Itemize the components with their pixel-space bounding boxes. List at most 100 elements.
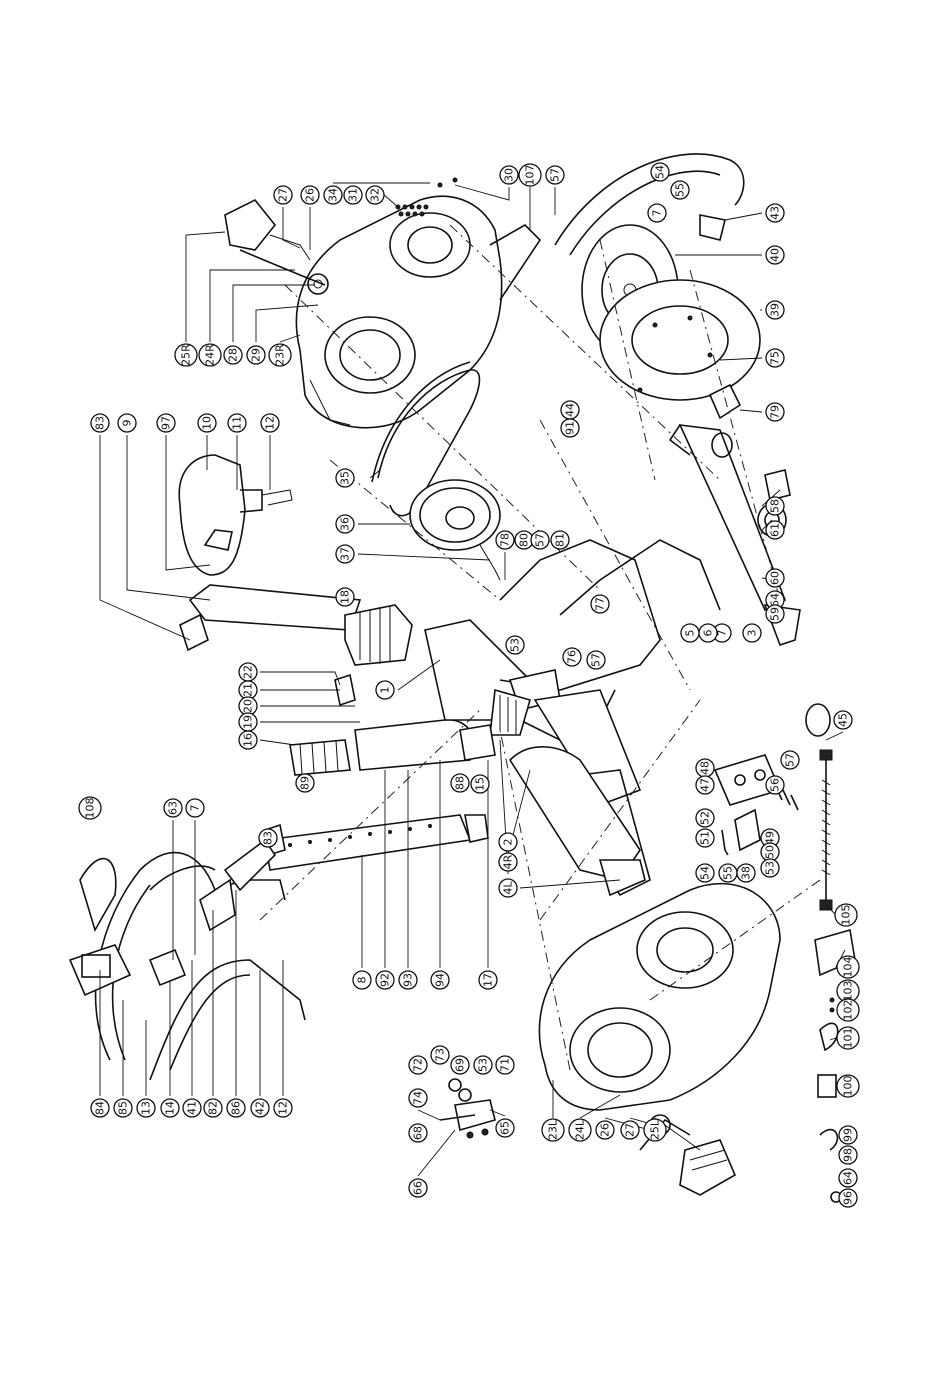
callout-label: 9 xyxy=(121,420,134,427)
callout-label: 17 xyxy=(482,973,495,987)
seat-assembly xyxy=(178,454,362,652)
callout-label: 93 xyxy=(402,973,415,987)
callout-label: 43 xyxy=(769,206,782,220)
callout-label: 75 xyxy=(769,351,782,365)
callout-55a: 55 xyxy=(670,180,690,200)
callout-label: 91 xyxy=(564,421,577,435)
callout-72: 72 xyxy=(408,1055,428,1075)
callout-38: 38 xyxy=(736,863,756,883)
callout-102: 102 xyxy=(836,998,860,1022)
callout-label: 99 xyxy=(842,1128,855,1142)
callout-label: 98 xyxy=(842,1148,855,1162)
callout-56: 56 xyxy=(765,775,785,795)
callout-label: 18 xyxy=(339,590,352,604)
callout-42: 42 xyxy=(250,1098,270,1118)
callout-label: 105 xyxy=(840,905,853,926)
callout-7c: 7 xyxy=(185,798,205,818)
callout-label: 24R xyxy=(204,344,217,366)
callout-14: 14 xyxy=(160,1098,180,1118)
callout-89: 89 xyxy=(295,773,315,793)
callout-53a: 53 xyxy=(505,635,525,655)
callout-88: 88 xyxy=(450,773,470,793)
callout-83b: 83 xyxy=(258,828,278,848)
seat-slide-rail xyxy=(264,814,489,871)
callout-10a: 10 xyxy=(197,413,217,433)
callout-41: 41 xyxy=(182,1098,202,1118)
callout-label: 94 xyxy=(434,973,447,987)
callout-label: 79 xyxy=(769,405,782,419)
callout-label: 61 xyxy=(769,523,782,537)
callout-label: 59 xyxy=(769,607,782,621)
callout-label: 55 xyxy=(722,866,735,880)
callout-label: 54 xyxy=(654,165,667,179)
callout-label: 63 xyxy=(167,801,180,815)
seat-knob xyxy=(344,604,413,666)
callout-57d: 57 xyxy=(780,750,800,770)
callout-75: 75 xyxy=(765,348,785,368)
assembly-lines xyxy=(259,224,821,1071)
callout-53c: 53 xyxy=(473,1055,493,1075)
callout-12b: 12 xyxy=(273,1098,293,1118)
callout-45: 45 xyxy=(833,710,853,730)
callout-108: 108 xyxy=(78,796,102,820)
callout-18: 18 xyxy=(335,587,355,607)
callout-label: 26 xyxy=(304,188,317,202)
callout-label: 76 xyxy=(566,650,579,664)
callout-label: 22 xyxy=(242,665,255,679)
screw-cluster-top xyxy=(395,177,458,217)
tension-cable xyxy=(805,703,833,911)
callout-7a: 7 xyxy=(647,203,667,223)
callout-label: 2 xyxy=(502,839,515,846)
callout-28: 28 xyxy=(223,345,243,365)
callout-77: 77 xyxy=(590,594,610,614)
callout-label: 21 xyxy=(242,683,255,697)
callout-57b: 57 xyxy=(530,530,550,550)
callout-84: 84 xyxy=(90,1098,110,1118)
callout-label: 57 xyxy=(784,753,797,767)
callout-label: 56 xyxy=(769,778,782,792)
callout-label: 38 xyxy=(740,866,753,880)
callout-11: 11 xyxy=(227,413,247,433)
callout-101: 101 xyxy=(836,1026,860,1050)
callout-label: 14 xyxy=(164,1101,177,1115)
callout-label: 88 xyxy=(454,776,467,790)
callout-label: 64 xyxy=(842,1171,855,1185)
callout-label: 80 xyxy=(518,533,531,547)
callout-label: 52 xyxy=(699,811,712,825)
callout-label: 85 xyxy=(117,1101,130,1115)
callout-label: 101 xyxy=(842,1028,855,1049)
callout-label: 81 xyxy=(554,533,567,547)
callout-label: 71 xyxy=(499,1058,512,1072)
callout-label: 26 xyxy=(599,1123,612,1137)
callout-label: 51 xyxy=(699,831,712,845)
callout-23l: 23L xyxy=(541,1118,565,1142)
callout-27b: 27 xyxy=(620,1120,640,1140)
callout-label: 34 xyxy=(327,188,340,202)
callout-label: 57 xyxy=(590,653,603,667)
callout-61: 61 xyxy=(765,520,785,540)
callout-label: 7 xyxy=(716,630,729,637)
callout-79: 79 xyxy=(765,402,785,422)
callout-label: 97 xyxy=(160,416,173,430)
callout-52: 52 xyxy=(695,808,715,828)
console-unit xyxy=(68,857,187,997)
callout-label: 31 xyxy=(347,188,360,202)
callout-label: 57 xyxy=(549,168,562,182)
callout-47: 47 xyxy=(695,775,715,795)
callout-2: 2 xyxy=(498,832,518,852)
callout-label: 53 xyxy=(509,638,522,652)
callout-74: 74 xyxy=(408,1088,428,1108)
callout-25l: 25L xyxy=(643,1118,667,1142)
callout-53b: 53 xyxy=(760,858,780,878)
callout-65: 65 xyxy=(495,1118,515,1138)
callout-label: 39 xyxy=(769,303,782,317)
callout-97: 97 xyxy=(156,413,176,433)
callout-8: 8 xyxy=(352,970,372,990)
callout-label: 92 xyxy=(379,973,392,987)
callout-label: 45 xyxy=(837,713,850,727)
callout-label: 74 xyxy=(412,1091,425,1105)
callout-71: 71 xyxy=(495,1055,515,1075)
callout-20: 20 xyxy=(238,696,258,716)
callout-3: 3 xyxy=(742,623,762,643)
